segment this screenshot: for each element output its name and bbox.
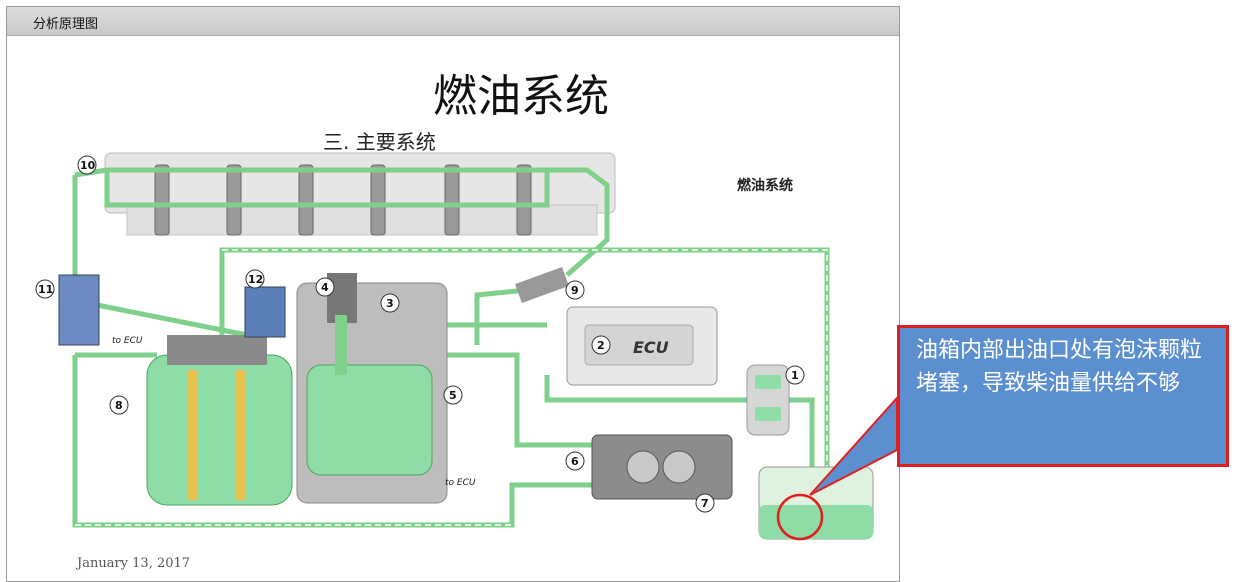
ecu-label: ECU [633, 338, 669, 357]
valve-11 [59, 275, 99, 345]
fuel-filter-left [147, 335, 292, 505]
callout-text: 油箱内部出油口处有泡沫颗粒堵塞，导致柴油量供给不够 [916, 334, 1216, 400]
label-8: 8 [115, 399, 123, 412]
to-ecu-label-2: to ECU [445, 478, 476, 488]
slide-subtitle: 三. 主要系统 [323, 130, 436, 154]
ecu-unit: ECU [567, 307, 717, 385]
label-7: 7 [701, 497, 709, 510]
label-10: 10 [80, 159, 96, 172]
slide-title: 燃油系统 [433, 71, 609, 122]
callout-box: 油箱内部出油口处有泡沫颗粒堵塞，导致柴油量供给不够 [897, 325, 1229, 467]
label-2: 2 [597, 339, 605, 352]
gear-pump-6-7 [592, 435, 732, 499]
slide-date: January 13, 2017 [75, 556, 190, 571]
to-ecu-label-1: to ECU [112, 336, 143, 346]
label-12: 12 [248, 273, 263, 286]
primer-pump-1 [747, 365, 789, 435]
label-11: 11 [38, 283, 53, 296]
slide: 燃油系统 三. 主要系统 燃油系统 [7, 35, 899, 581]
label-6: 6 [571, 455, 579, 468]
sensor-9 [515, 267, 569, 303]
side-label: 燃油系统 [737, 177, 793, 194]
label-9: 9 [571, 284, 579, 297]
window-title: 分析原理图 [33, 13, 98, 32]
window-titlebar: 分析原理图 [7, 7, 899, 36]
label-4: 4 [321, 281, 329, 294]
label-3: 3 [386, 297, 394, 310]
app-window: 分析原理图 燃油系统 三. 主要系统 燃油系统 [6, 6, 900, 582]
label-5: 5 [449, 389, 457, 402]
high-pressure-pump [297, 273, 447, 503]
label-1: 1 [791, 369, 799, 382]
pressure-valve-12 [245, 287, 285, 337]
injector-rail [105, 153, 615, 235]
fuel-system-diagram: 燃油系统 三. 主要系统 燃油系统 [7, 35, 899, 581]
